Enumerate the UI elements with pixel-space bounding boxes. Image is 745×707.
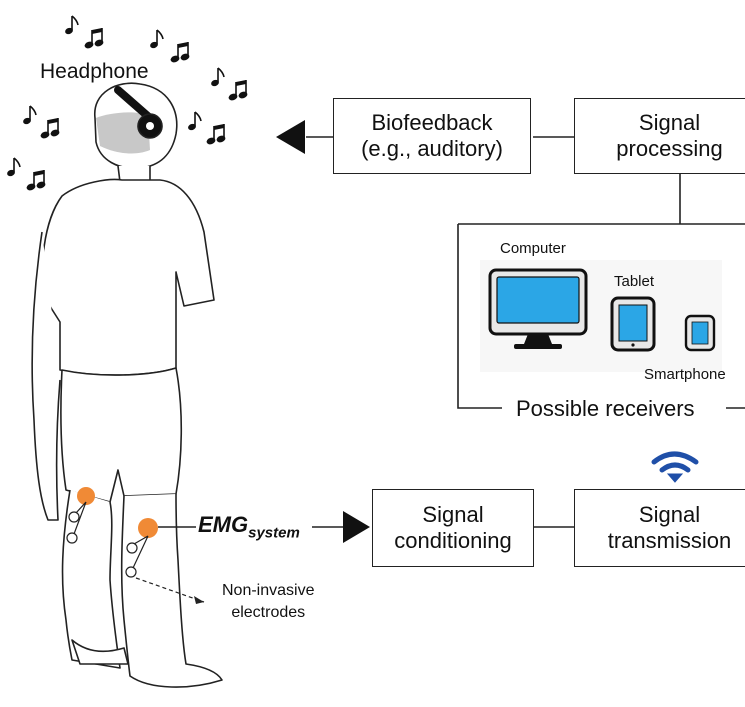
music-note-icon [5,157,21,178]
music-note-icon [24,169,48,193]
music-note-icon [186,111,202,132]
computer-icon [488,268,588,349]
signal-conditioning-block: Signal conditioning [372,489,534,567]
electrode-orange-back [77,487,95,505]
emg-main: EMG [198,512,249,537]
signal-conditioning-line1: Signal [422,501,484,527]
headphone-band [114,86,154,122]
smartphone-label: Smartphone [644,366,726,383]
smartphone-icon [684,314,716,352]
biofeedback-line1: Biofeedback [371,109,493,135]
tablet-icon [610,296,656,352]
arm [31,231,61,521]
emg-sub: system [248,524,300,542]
signal-processing-block: Signal processing [574,98,745,174]
electrode-pointer [135,577,205,603]
electrodes-label: Non-invasive electrodes [222,580,314,623]
signal-processing-line1: Signal [638,109,701,135]
signal-conditioning-line2: conditioning [394,528,512,553]
computer-label: Computer [500,240,566,257]
emg-system-label: EMGsystem [198,512,300,541]
music-note-icon [63,15,79,36]
shorts [60,367,183,503]
connectors [158,136,745,528]
headphone-label: Headphone [40,60,149,83]
possible-receivers-label: Possible receivers [516,396,695,421]
music-note-icon [21,105,37,126]
left-leg [61,489,121,669]
electrodes-line1: Non-invasive [222,582,315,599]
signal-transmission-line2: transmission [607,528,732,553]
music-note-icon [209,67,225,88]
music-note-icon [168,41,192,65]
music-note-icon [82,27,106,51]
left-foot [71,639,129,665]
biofeedback-block: Biofeedback (e.g., auditory) [333,98,531,174]
electrodes [66,487,205,604]
wifi-icon [651,451,699,483]
head-gray-region [96,112,150,154]
electrodes-line2: electrodes [231,603,306,621]
arrow-right-icon [343,511,370,543]
music-note-icon [204,123,228,147]
tablet-label: Tablet [614,273,655,290]
music-note-icon [226,79,250,103]
person-figure [31,82,223,688]
music-note-icon [38,117,62,141]
biofeedback-line2: (e.g., auditory) [361,136,503,161]
electrode-orange-front [138,518,158,538]
arrow-left-icon [276,120,305,154]
signal-processing-line2: processing [616,136,723,161]
signal-transmission-block: Signal transmission [574,489,745,567]
music-note-icon [148,29,164,50]
shirt [41,178,215,376]
signal-transmission-line1: Signal [638,501,701,527]
